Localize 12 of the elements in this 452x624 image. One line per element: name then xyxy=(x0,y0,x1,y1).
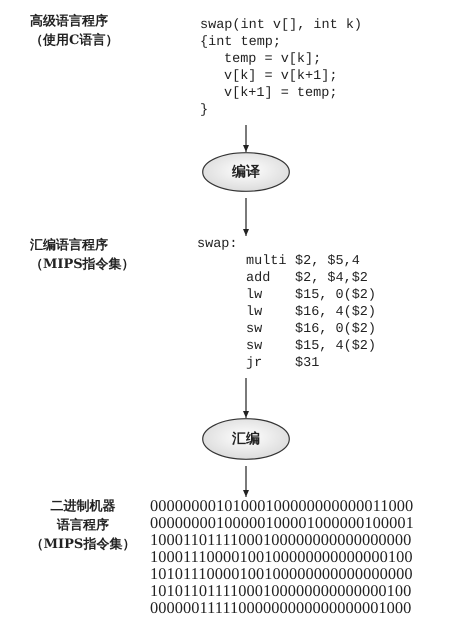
program-level-label: 汇编语言程序（MIPS指令集） xyxy=(30,236,136,274)
code-listing: swap(int v[], int k) {int temp; temp = v[k]; v[k] = v[k+1]; v[k+1] = temp; } xyxy=(200,17,370,119)
arrow xyxy=(243,125,249,152)
program-level-label: 高级语言程序（使用C语言） xyxy=(30,12,120,50)
arrow xyxy=(243,378,249,418)
code-listing: swap: multi $2, $5,4 add $2, $4,$2 lw $15, 0($2) lw $16, 4($2) sw $16, 0($2) sw $15, 4($2) jr $31 xyxy=(197,236,377,372)
binary-listing: 00000000101000100000000000011000 00000000100000100001000000100001 10001101111000100000000000000000 10001110000100100000000000000100 10101110000100100000000000000000 10101101111000100000000000000100 00000011111000000000000000001000 xyxy=(150,497,420,616)
arrow xyxy=(243,466,249,497)
process-ellipse: 编译 xyxy=(202,152,290,192)
arrow xyxy=(243,198,249,236)
program-level-label: 二进制机器语言程序（MIPS指令集） xyxy=(30,498,136,554)
process-ellipse: 汇编 xyxy=(202,418,290,460)
